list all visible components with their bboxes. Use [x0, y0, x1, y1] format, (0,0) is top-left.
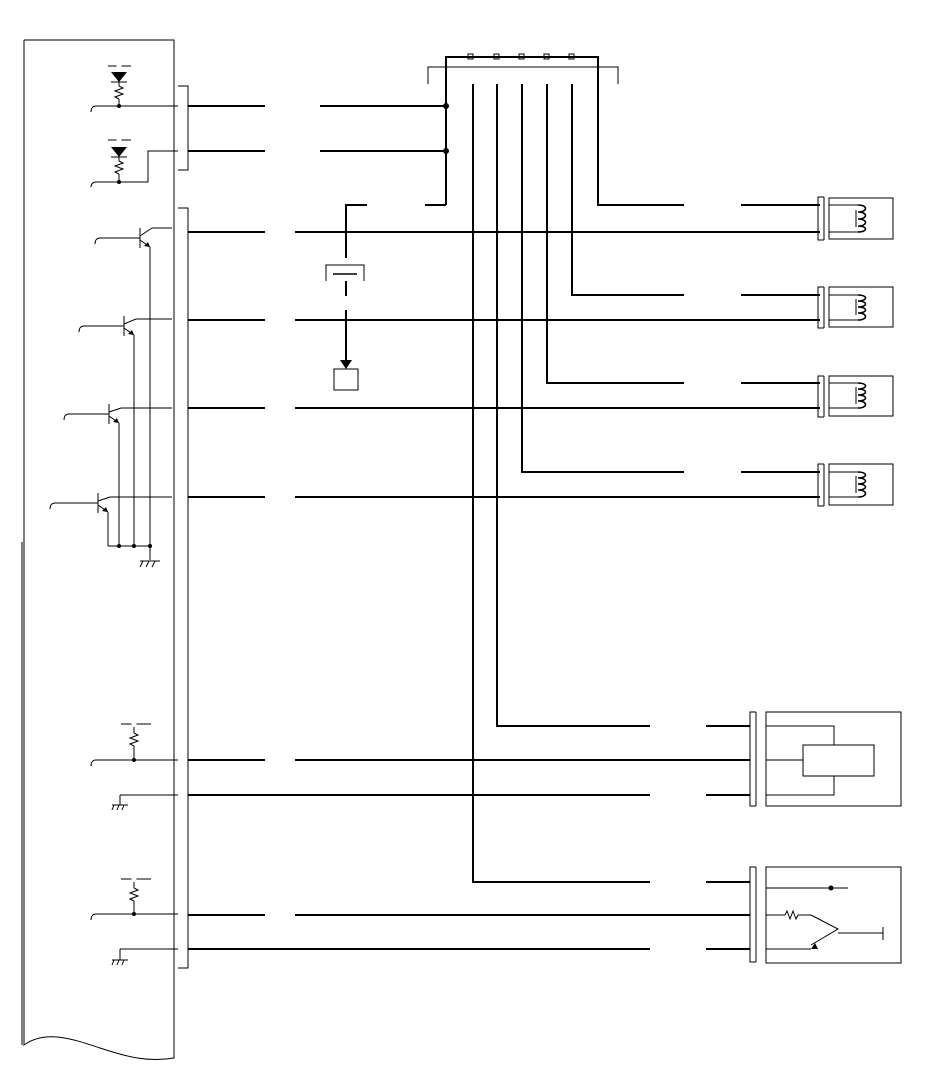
driver-transistor-2: [78, 316, 172, 546]
ecu-connector-top: [178, 85, 189, 171]
driver-transistor-4: [49, 493, 172, 546]
injector-2: [817, 286, 894, 329]
power-relay: [427, 53, 619, 86]
relay-output-wires: [472, 84, 684, 883]
ecu-sensor-input-2: [90, 876, 178, 966]
sensor-1-wires: [188, 725, 750, 796]
transistor-ground-bus: [108, 544, 160, 568]
sensor-2-wires: [188, 881, 750, 950]
injector-drive-wires: [188, 204, 820, 498]
sensor-2: [749, 866, 902, 964]
input-diode-2: [90, 137, 178, 188]
ecu-connector-main: [178, 207, 189, 969]
ecu-sensor-input-1: [90, 721, 178, 811]
power-wires: [188, 84, 449, 206]
fuse: [325, 204, 367, 369]
control-module: [21, 39, 175, 1061]
driver-transistor-1: [94, 227, 172, 546]
battery: [333, 368, 359, 391]
injector-4: [817, 463, 894, 507]
injector-3: [817, 375, 894, 418]
sensor-1: [749, 711, 902, 807]
injector-1: [817, 196, 894, 241]
driver-transistor-3: [63, 404, 172, 546]
input-diode-1: [90, 63, 178, 113]
